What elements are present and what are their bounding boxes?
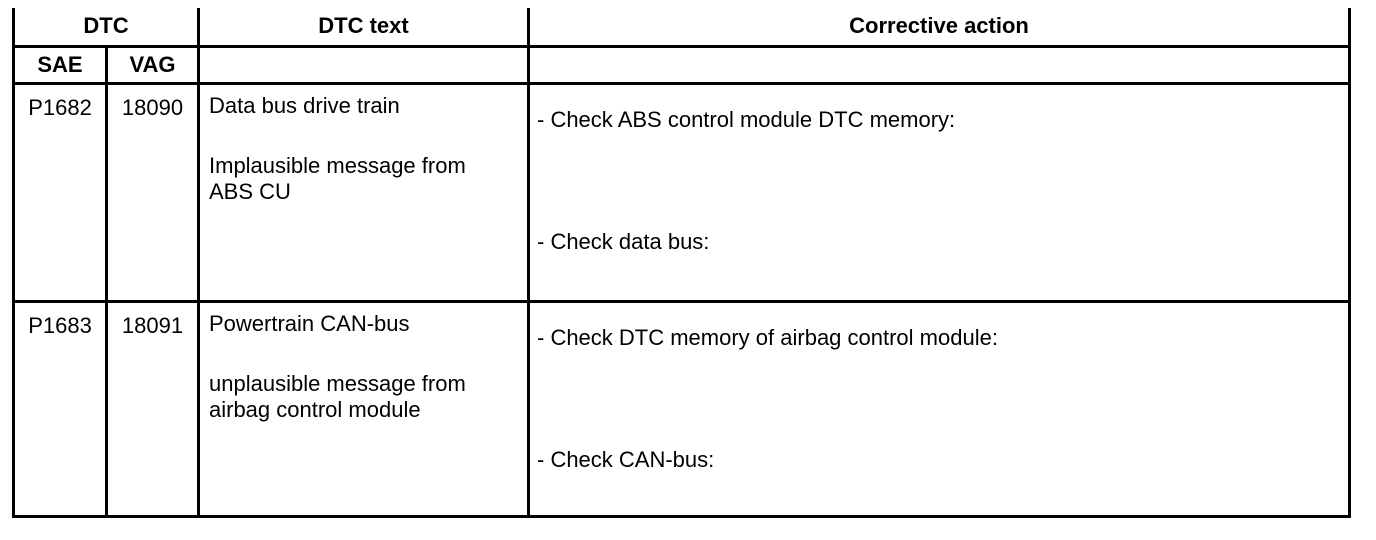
header-row-groups: DTC DTC text Corrective action bbox=[12, 8, 1351, 48]
header-dtc: DTC bbox=[12, 8, 200, 48]
header-empty-dtc-text bbox=[197, 44, 530, 85]
corrective-action-cell: - Check DTC memory of airbag control mod… bbox=[527, 299, 1351, 518]
dtc-text-cell: Powertrain CAN-bus unplausible message f… bbox=[197, 299, 530, 518]
corrective-step: - Check data bus: bbox=[537, 228, 710, 254]
corrective-action-cell: - Check ABS control module DTC memory: -… bbox=[527, 81, 1351, 303]
sae-code: P1683 bbox=[12, 299, 108, 518]
table-row-p1682: P1682 18090 Data bus drive train Implaus… bbox=[12, 81, 1351, 303]
table-row-p1683: P1683 18091 Powertrain CAN-bus unplausib… bbox=[12, 299, 1351, 518]
corrective-step: - Check CAN-bus: bbox=[537, 446, 715, 472]
corrective-step: - Check ABS control module DTC memory: bbox=[537, 106, 956, 132]
header-dtc-text: DTC text bbox=[197, 8, 530, 48]
dtc-text-detail: Implausible message from ABS CU bbox=[209, 152, 466, 204]
sae-code: P1682 bbox=[12, 81, 108, 303]
dtc-text-title: Powertrain CAN-bus bbox=[209, 310, 410, 336]
header-vag: VAG bbox=[105, 44, 200, 85]
header-corrective-action: Corrective action bbox=[527, 8, 1351, 48]
vag-code: 18091 bbox=[105, 299, 200, 518]
corrective-step: - Check DTC memory of airbag control mod… bbox=[537, 324, 998, 350]
vag-code: 18090 bbox=[105, 81, 200, 303]
header-row-subcolumns: SAE VAG bbox=[12, 44, 1351, 85]
dtc-text-cell: Data bus drive train Implausible message… bbox=[197, 81, 530, 303]
header-empty-corrective-action bbox=[527, 44, 1351, 85]
header-sae: SAE bbox=[12, 44, 108, 85]
dtc-text-title: Data bus drive train bbox=[209, 92, 400, 118]
dtc-text-detail: unplausible message from airbag control … bbox=[209, 370, 466, 422]
dtc-table: DTC DTC text Corrective action SAE VAG P… bbox=[12, 8, 1351, 518]
